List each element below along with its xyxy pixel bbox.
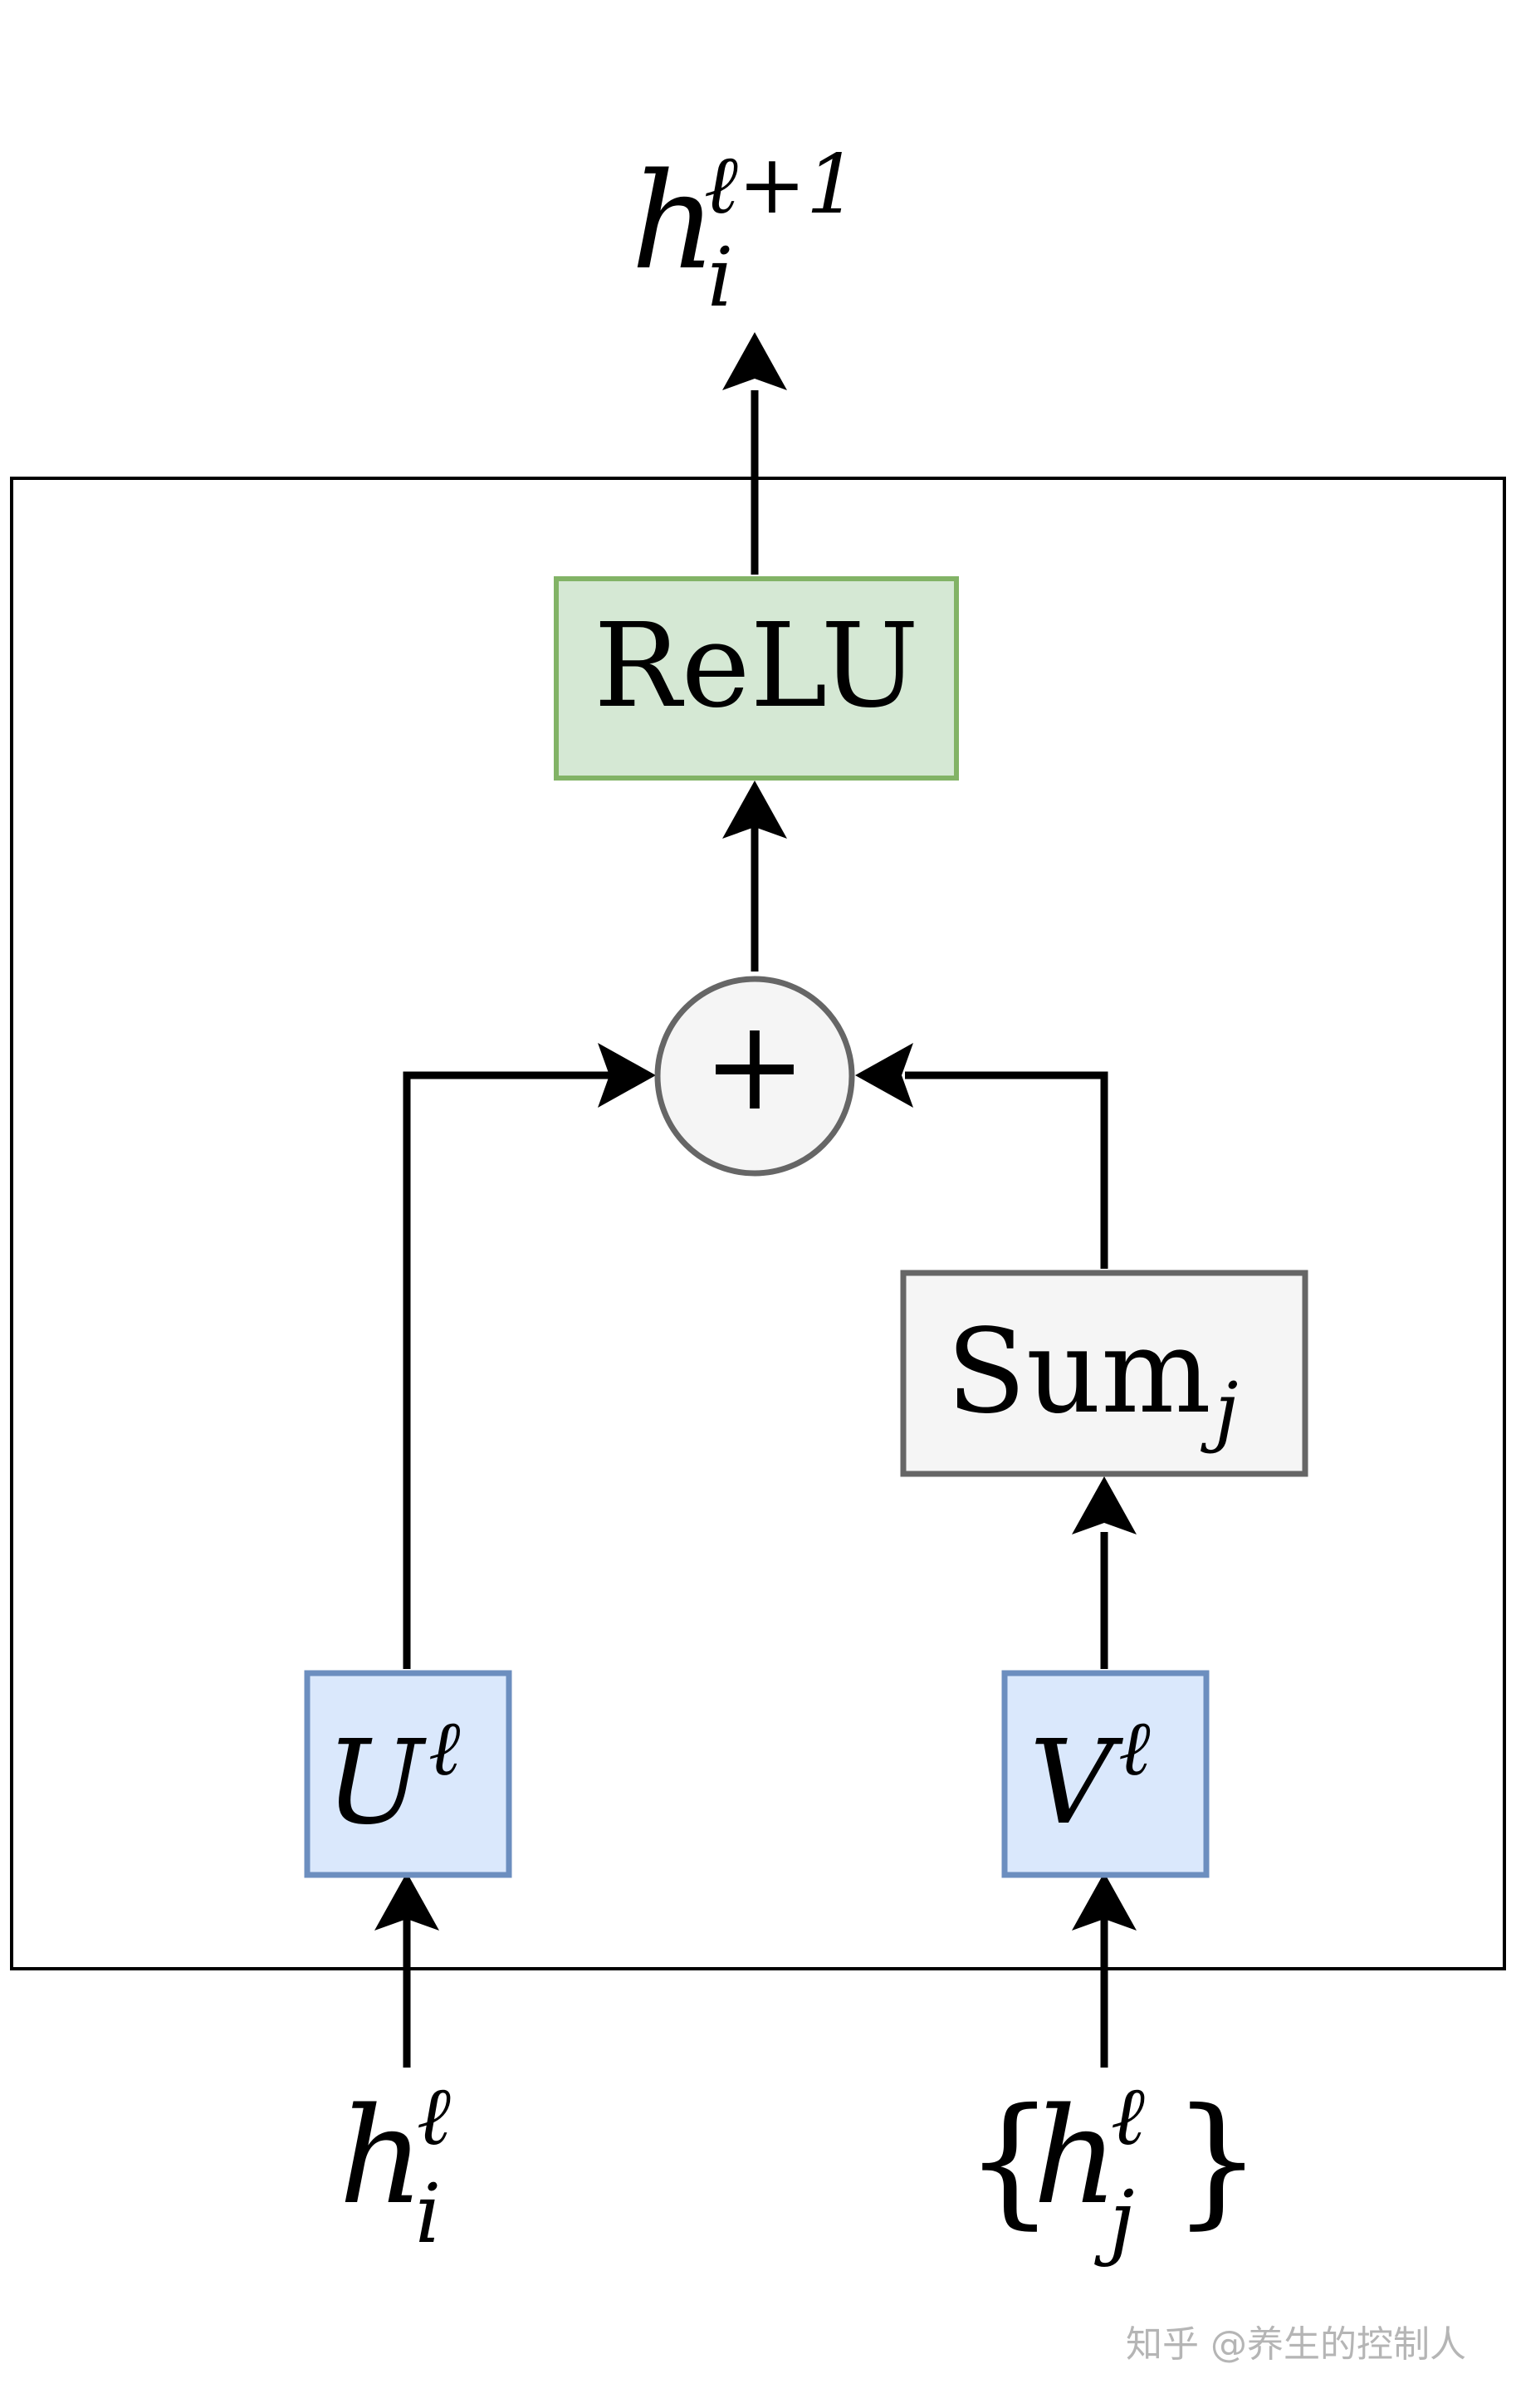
plus-icon: +: [702, 994, 807, 1138]
v-weight-box: [1001, 1670, 1210, 1878]
input-right-close-brace: }: [1172, 2078, 1262, 2243]
sum-j-label: Sumj: [946, 1304, 1238, 1455]
input-right-superscript: ℓ: [1111, 2069, 1145, 2164]
relu-box: [554, 576, 959, 781]
input-right-open-brace: {: [965, 2078, 1054, 2243]
arrowheads: [374, 332, 1137, 1931]
output-label: hiℓ+1: [631, 138, 858, 325]
v-superscript: ℓ: [1118, 1704, 1150, 1793]
v-label: Vℓ: [1029, 1704, 1150, 1851]
watermark: 知乎 @养生的控制人: [1126, 2323, 1466, 2366]
arrow-sum-to-plus: [905, 1071, 1108, 1269]
sum-j-box: [900, 1270, 1308, 1477]
arrowhead-sum: [1072, 1476, 1137, 1534]
input-left-superscript: ℓ: [417, 2069, 451, 2164]
arrow-u-to-plus: [403, 1071, 614, 1669]
u-weight-box: [304, 1670, 512, 1878]
arrowhead-v: [1072, 1872, 1137, 1931]
input-right-base: h: [1033, 2078, 1118, 2234]
arrowhead-plus-right: [855, 1043, 913, 1108]
arrowhead-plus-left: [598, 1043, 656, 1108]
v-base: V: [1029, 1715, 1124, 1851]
arrowhead-output: [722, 332, 787, 390]
connectors: [403, 390, 1108, 2068]
sum-j-base: Sum: [946, 1304, 1211, 1440]
u-label: Uℓ: [325, 1704, 460, 1851]
input-left-label: hiℓ: [339, 2069, 451, 2262]
input-left-base: h: [339, 2078, 424, 2234]
input-left-subscript: i: [415, 2167, 441, 2262]
output-subscript: i: [707, 231, 733, 325]
output-base: h: [631, 144, 716, 299]
u-superscript: ℓ: [428, 1704, 460, 1793]
output-superscript: ℓ+1: [704, 138, 858, 232]
arrowhead-relu: [722, 781, 787, 839]
relu-label: ReLU: [594, 599, 919, 734]
arrowhead-u: [374, 1872, 439, 1931]
u-base: U: [325, 1715, 427, 1851]
input-right-label: {hjℓ}: [965, 2069, 1262, 2269]
sum-node-circle: [654, 976, 855, 1177]
